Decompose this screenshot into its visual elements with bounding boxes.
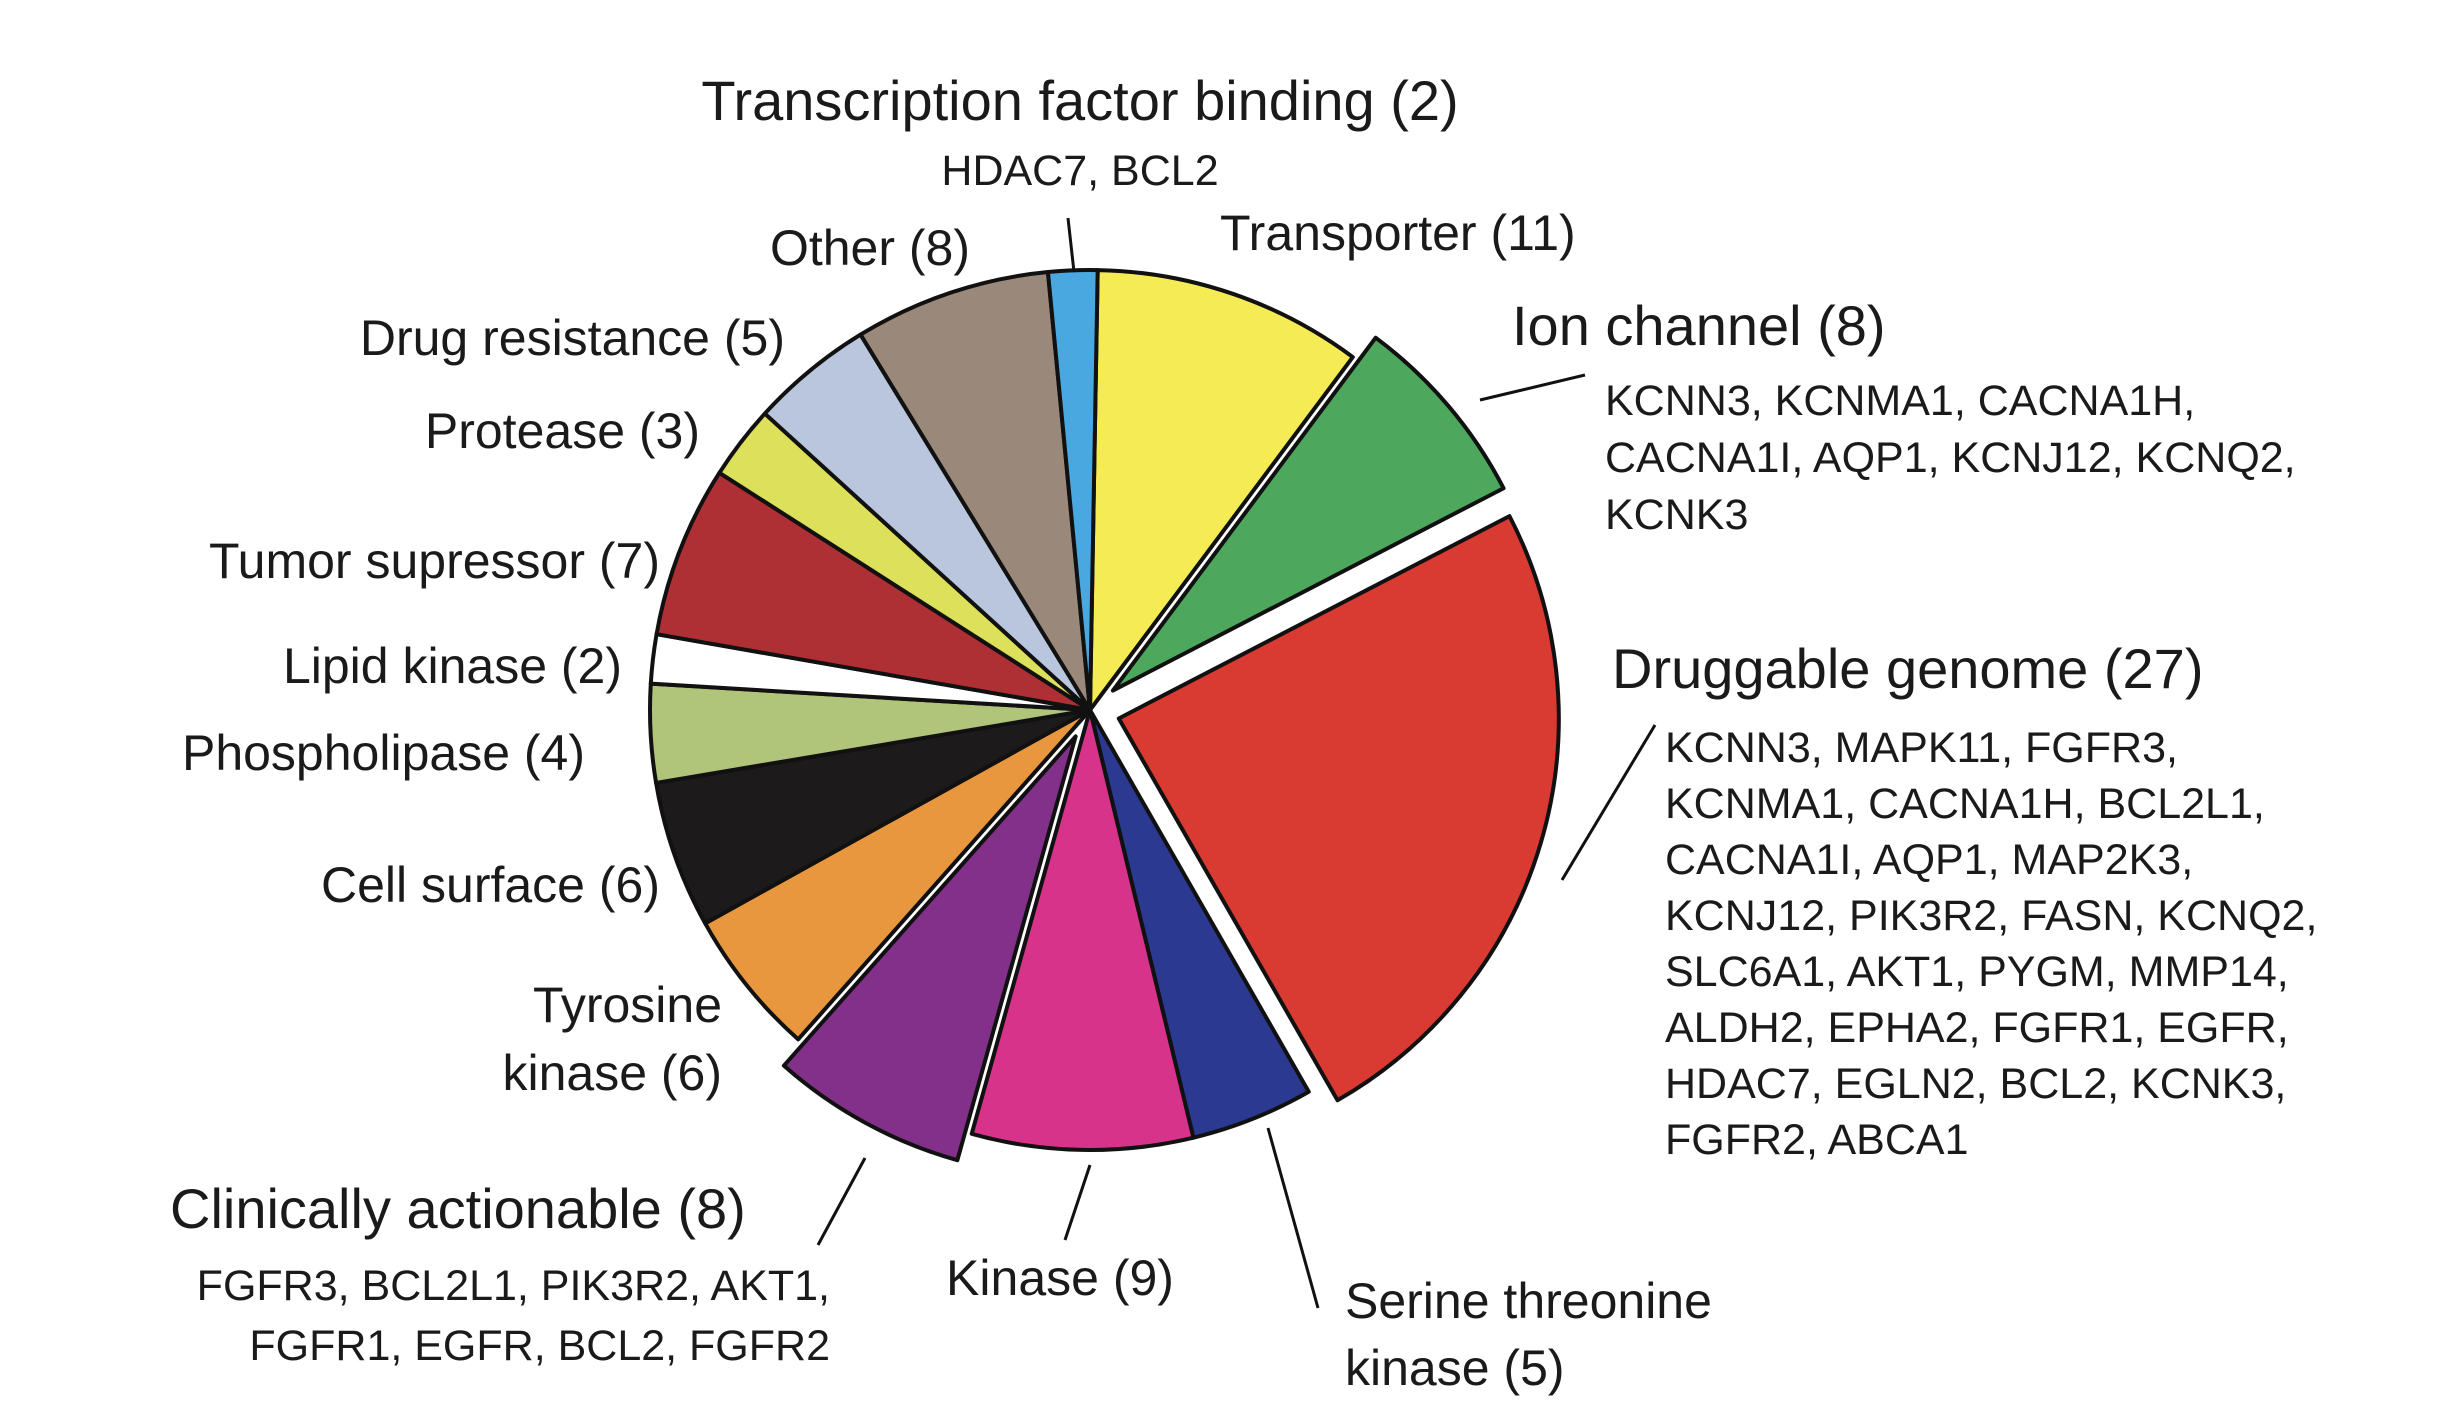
pie-slice-cell-surface bbox=[654, 708, 1092, 926]
gene-list-druggable-genome-7: FGFR2, ABCA1 bbox=[1665, 1116, 1968, 1164]
slices-layer bbox=[648, 268, 1561, 1163]
gene-list-druggable-genome-5: ALDH2, EPHA2, FGFR1, EGFR, bbox=[1665, 1004, 2289, 1052]
pie-slice-ion-channel bbox=[1110, 335, 1506, 693]
leader-line-druggable-genome bbox=[1560, 724, 1657, 881]
pie-slice-tumor-supressor bbox=[654, 470, 1092, 712]
label-clinically-actionable: Clinically actionable (8) bbox=[170, 1177, 746, 1240]
gene-list-druggable-genome-0: KCNN3, MAPK11, FGFR3, bbox=[1665, 724, 2178, 772]
label-phospholipase: Phospholipase (4) bbox=[182, 725, 585, 781]
label-transcription-factor-binding: Transcription factor binding (2) bbox=[701, 69, 1458, 132]
label-tyrosine-line2: kinase (6) bbox=[502, 1045, 722, 1101]
leader-line-serine-threonine bbox=[1266, 1127, 1320, 1309]
leader-line-transcription-factor-binding bbox=[1066, 217, 1076, 273]
gene-list-transcription-factor-binding-0: HDAC7, BCL2 bbox=[941, 147, 1218, 195]
labels-layer: Transporter (11) Ion channel (8) KCNN3, KC… bbox=[170, 69, 2317, 1396]
leader-line-ion-channel bbox=[1479, 373, 1586, 402]
label-drug-resistance: Drug resistance (5) bbox=[360, 310, 785, 366]
gene-list-clinically-actionable-0: FGFR3, BCL2L1, PIK3R2, AKT1, bbox=[197, 1262, 830, 1310]
label-kinase: Kinase (9) bbox=[946, 1250, 1174, 1306]
label-protease: Protease (3) bbox=[425, 403, 700, 459]
gene-list-druggable-genome-6: HDAC7, EGLN2, BCL2, KCNK3, bbox=[1665, 1060, 2286, 1108]
pie-slice-clinically-actionable bbox=[781, 734, 1078, 1163]
gene-list-clinically-actionable-1: FGFR1, EGFR, BCL2, FGFR2 bbox=[249, 1322, 830, 1370]
leader-line-kinase bbox=[1063, 1164, 1092, 1241]
label-tumor-supressor: Tumor supressor (7) bbox=[209, 533, 660, 589]
label-cell-surface: Cell surface (6) bbox=[321, 857, 660, 913]
pie-slice-tyrosine bbox=[703, 708, 1092, 1042]
label-serine-threonine: Serine threonine bbox=[1345, 1273, 1712, 1329]
gene-list-ion-channel-0: KCNN3, KCNMA1, CACNA1H, bbox=[1605, 377, 2195, 425]
label-serine-threonine-line2: kinase (5) bbox=[1345, 1340, 1565, 1396]
gene-list-druggable-genome-2: CACNA1I, AQP1, MAP2K3, bbox=[1665, 836, 2193, 884]
gene-list-druggable-genome-1: KCNMA1, CACNA1H, BCL2L1, bbox=[1665, 780, 2265, 828]
pie-slice-transporter bbox=[1088, 268, 1355, 712]
label-druggable-genome: Druggable genome (27) bbox=[1612, 637, 2203, 700]
pie-slice-other bbox=[858, 270, 1092, 712]
label-lipid-kinase: Lipid kinase (2) bbox=[283, 638, 622, 694]
leader-lines-layer bbox=[816, 217, 1657, 1309]
label-ion-channel: Ion channel (8) bbox=[1512, 294, 1886, 357]
gene-list-druggable-genome-4: SLC6A1, AKT1, PYGM, MMP14, bbox=[1665, 948, 2289, 996]
gene-list-ion-channel-1: CACNA1I, AQP1, KCNJ12, KCNQ2, bbox=[1605, 434, 2296, 482]
label-tyrosine: Tyrosine bbox=[533, 977, 722, 1033]
leader-line-clinically-actionable bbox=[816, 1157, 867, 1246]
gene-list-druggable-genome-3: KCNJ12, PIK3R2, FASN, KCNQ2, bbox=[1665, 892, 2317, 940]
pie-slice-kinase bbox=[969, 708, 1196, 1152]
pie-slice-druggable-genome bbox=[1116, 514, 1561, 1103]
gene-list-ion-channel-2: KCNK3 bbox=[1605, 491, 1748, 539]
label-other: Other (8) bbox=[770, 220, 970, 276]
label-transporter: Transporter (11) bbox=[1220, 205, 1576, 261]
